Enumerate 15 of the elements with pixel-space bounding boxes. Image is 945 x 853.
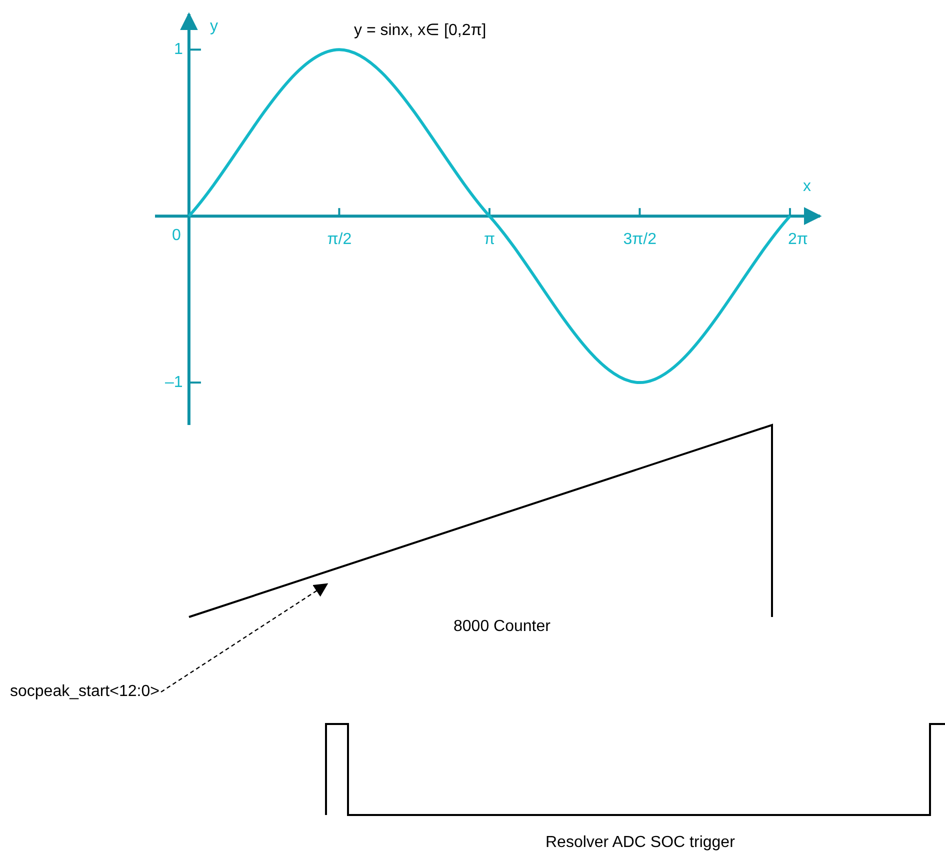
tick-label: 2π bbox=[788, 231, 808, 250]
tick-label: π bbox=[484, 231, 495, 250]
chart-title: y = sinx, x∈ [0,2π] bbox=[354, 22, 486, 40]
counter-ramp bbox=[188, 424, 773, 618]
tick-label: 1 bbox=[174, 40, 183, 59]
tick-label: 0 bbox=[172, 227, 181, 246]
signal-label: socpeak_start<12:0> bbox=[10, 683, 160, 701]
tick-label: π/2 bbox=[327, 231, 352, 250]
signal-label: Resolver ADC SOC trigger bbox=[546, 834, 735, 852]
tick-label: 3π/2 bbox=[623, 231, 656, 250]
axis-label: y bbox=[210, 18, 218, 36]
tick-label: –1 bbox=[164, 374, 183, 392]
signal-label: 8000 Counter bbox=[454, 618, 550, 636]
axis-label: x bbox=[803, 178, 811, 196]
dashed-arrow bbox=[160, 583, 328, 692]
